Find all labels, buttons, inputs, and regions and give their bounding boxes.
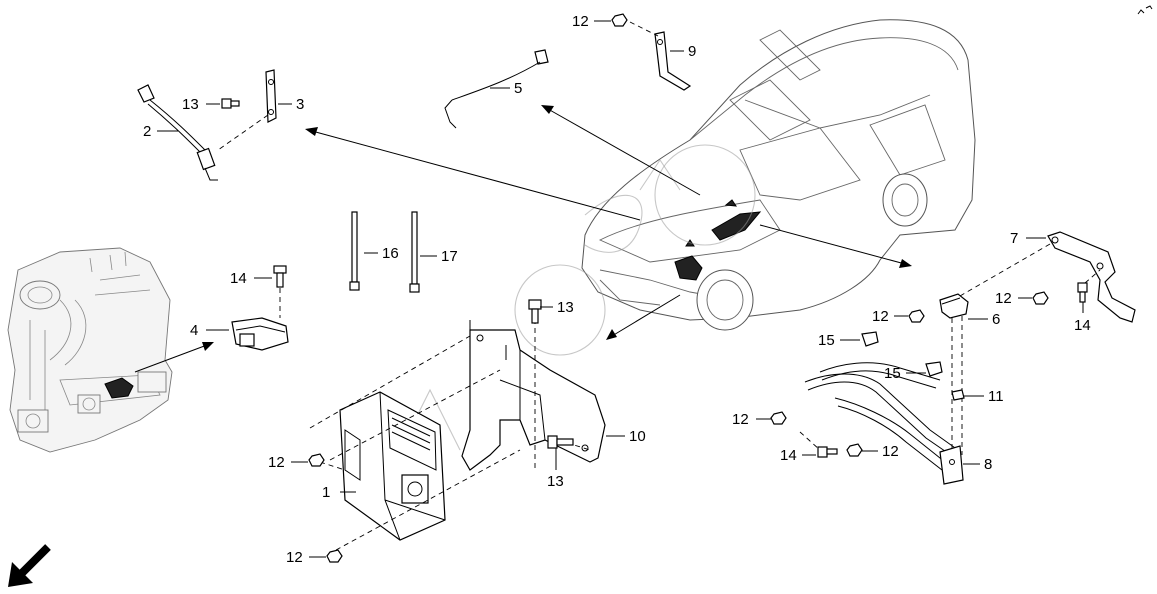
callout-1: 1: [322, 484, 330, 501]
callout-12-right: 12: [995, 290, 1012, 307]
part-7-bracket: [959, 231, 1136, 323]
part-4-sensor: [231, 317, 289, 351]
callout-9: 9: [688, 43, 696, 60]
part-12-nuts: [308, 13, 1049, 563]
scribble-mark-icon: [1137, 5, 1153, 15]
callout-14-bottom: 14: [780, 447, 797, 464]
part-3-bracket: [217, 69, 277, 151]
callout-15-upper: 15: [818, 332, 835, 349]
callout-12-bottom: 12: [286, 549, 303, 566]
leader-lines: [157, 20, 1084, 558]
callout-labels: 12 9 5 13 3 2 16 17 14 4 13 10 12 1 13 1…: [143, 13, 1091, 566]
part-13-bolt-top-left: [221, 98, 240, 109]
part-14-bolt-bottom: [799, 431, 838, 458]
callout-13-upper: 13: [557, 299, 574, 316]
callout-14-right: 14: [1074, 317, 1091, 334]
callout-13-top-left: 13: [182, 96, 199, 113]
part-15-clip-upper: [861, 331, 879, 347]
arrow-down-left-icon: [8, 544, 51, 587]
callout-16: 16: [382, 245, 399, 262]
callout-5: 5: [514, 80, 522, 97]
callout-12-hose-bottom: 12: [882, 443, 899, 460]
location-arrows: [134, 105, 912, 373]
callout-12-top: 12: [572, 13, 589, 30]
callout-17: 17: [441, 248, 458, 265]
part-13-bolt-upper: [528, 299, 542, 324]
part-15-clip-lower: [925, 361, 943, 377]
callout-11: 11: [988, 388, 1004, 405]
callout-6: 6: [992, 311, 1000, 328]
part-2-sensor: [137, 84, 218, 181]
vehicle-illustration: [581, 19, 976, 331]
part-11-clip: [951, 389, 965, 401]
callout-4: 4: [190, 322, 198, 339]
engine-illustration: [7, 247, 173, 453]
callout-12-sensor: 12: [872, 308, 889, 325]
callout-7: 7: [1010, 230, 1018, 247]
callout-12-ecu: 12: [268, 454, 285, 471]
part-17-cable-tie: [409, 211, 420, 293]
callout-2: 2: [143, 123, 151, 140]
part-13-bolt-lower: [547, 435, 574, 449]
part-6-sensor: [939, 293, 969, 455]
part-14-bolt-left: [273, 265, 287, 318]
assembly-dashed-lines: [309, 310, 591, 551]
part-5-sensor: [444, 49, 549, 129]
callout-13-lower: 13: [547, 473, 564, 490]
callout-3: 3: [296, 96, 304, 113]
callout-12-hose: 12: [732, 411, 749, 428]
part-10-bracket: [461, 320, 606, 471]
part-1-ecu: [339, 391, 446, 541]
callout-10: 10: [629, 428, 646, 445]
callout-15-lower: 15: [884, 365, 901, 382]
part-16-cable-tie: [349, 211, 360, 291]
part-9-bracket: [629, 21, 692, 91]
callout-14-left: 14: [230, 270, 247, 287]
callout-8: 8: [984, 456, 992, 473]
part-8-hose-assembly: [804, 362, 964, 485]
